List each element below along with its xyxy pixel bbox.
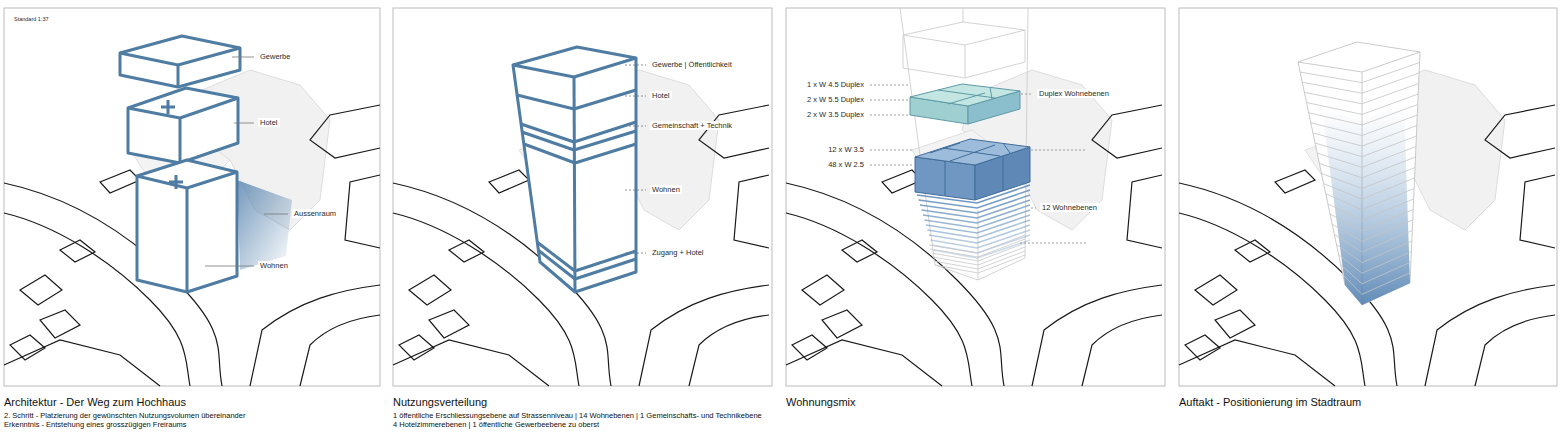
volume-label: Wohnen xyxy=(258,261,290,270)
apartment-block xyxy=(915,139,1030,200)
unit-label: 2 x W 3.5 Duplex xyxy=(805,110,866,119)
floor-slabs xyxy=(1300,63,1419,295)
floor-slab xyxy=(1328,199,1414,220)
floor-slab xyxy=(930,239,1025,257)
unit-label: 12 x W 3.5 xyxy=(826,145,866,154)
caption-title: Nutzungsverteilung xyxy=(393,396,487,409)
caption-text: 1 öffentliche Erschliessungsebene auf St… xyxy=(393,411,762,420)
use-label: Gemeinschaft + Technik xyxy=(650,121,734,130)
floor-slab xyxy=(1307,94,1419,114)
leader-line xyxy=(205,57,288,266)
floor-slab xyxy=(1317,147,1416,168)
use-label: Hotel xyxy=(650,91,672,100)
use-label: Wohnen xyxy=(650,185,682,194)
caption-title: Wohnungsmix xyxy=(786,396,856,409)
floor-slab xyxy=(1337,241,1412,263)
tower-outline xyxy=(1298,42,1420,305)
caption-title: Auftakt - Positionierung im Stadtraum xyxy=(1179,396,1361,409)
floor-slab xyxy=(929,235,1025,253)
floor-slab xyxy=(1315,136,1416,157)
volume-label: Hotel xyxy=(258,118,280,127)
floor-slab xyxy=(1341,262,1411,284)
caption-text: 2. Schritt - Platzierung der gewünschten… xyxy=(4,411,245,420)
floor-slab xyxy=(1330,210,1413,231)
unit-label: 48 x W 2.5 xyxy=(826,160,866,169)
panel-frame xyxy=(1179,8,1557,386)
floor-slab xyxy=(1309,105,1418,126)
floor-slab xyxy=(1343,273,1411,295)
volume-stack xyxy=(120,36,292,292)
floor-slab xyxy=(1324,178,1415,199)
caption-title: Architektur - Der Weg zum Hochhaus xyxy=(4,396,186,409)
floor-slab xyxy=(1334,231,1412,253)
floor-slab xyxy=(1332,220,1413,242)
site-map xyxy=(786,70,1162,386)
floor-slab xyxy=(1313,126,1417,147)
floor-slab xyxy=(1302,73,1419,93)
unit-label: 2 x W 5.5 Duplex xyxy=(805,95,866,104)
leader-line xyxy=(870,85,1088,243)
volume-label: Gewerbe xyxy=(258,52,292,61)
floor-slab xyxy=(1311,115,1418,136)
unit-label: 1 x W 4.5 Duplex xyxy=(805,80,866,89)
leader-line xyxy=(625,65,646,253)
floor-slab xyxy=(1319,157,1415,178)
caption-text: Erkenntnis - Entstehung eines grosszügig… xyxy=(4,420,187,429)
tower-bands xyxy=(513,47,636,292)
caption-text: 4 Hotelzimmerebenen | 1 öffentliche Gewe… xyxy=(393,420,599,429)
use-label: Zugang + Hotel xyxy=(650,248,706,257)
panel-frame xyxy=(786,8,1165,386)
panel-frame xyxy=(4,8,380,386)
level-label: 12 Wohnebenen xyxy=(1040,203,1099,212)
site-map xyxy=(4,70,380,386)
use-label: Gewerbe | Öffentlichkeit xyxy=(650,60,734,69)
floor-slab xyxy=(1304,84,1418,104)
floor-slab xyxy=(1322,168,1416,189)
scale-note: Standard 1:37 xyxy=(12,16,51,23)
duplex-block xyxy=(910,84,1020,124)
floor-slab xyxy=(1326,189,1414,210)
floor-slab xyxy=(935,255,1025,273)
floor-slab xyxy=(1339,252,1412,274)
panel-frame xyxy=(393,8,772,386)
level-label: Duplex Wohnebenen xyxy=(1037,89,1111,98)
volume-label: Aussenraum xyxy=(292,209,338,218)
